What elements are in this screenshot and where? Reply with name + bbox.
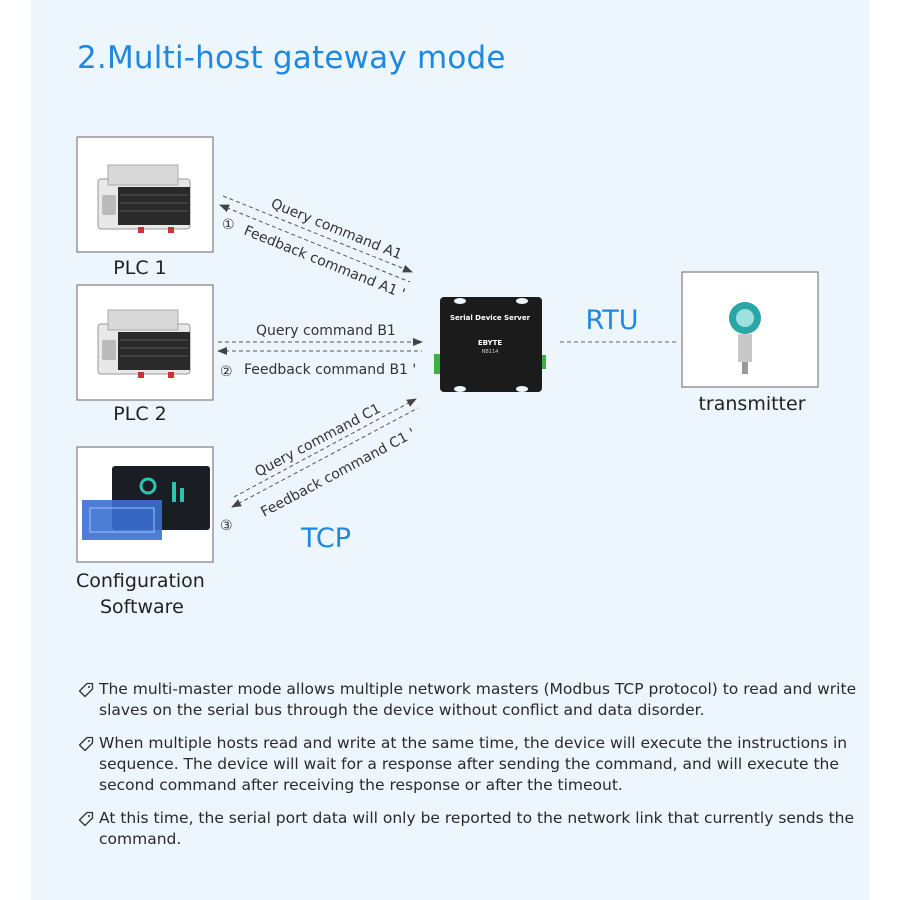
tag-icon: [78, 682, 94, 698]
note-item: When multiple hosts read and write at th…: [78, 733, 858, 796]
note-item: At this time, the serial port data will …: [78, 808, 858, 850]
note-item: The multi-master mode allows multiple ne…: [78, 679, 858, 721]
step-3-badge: ③: [220, 518, 233, 534]
step-1-badge: ①: [222, 217, 235, 233]
device-brand: EBYTE: [478, 339, 503, 347]
device-title: Serial Device Server: [450, 314, 531, 322]
feedback-c1-arrow: [231, 407, 419, 508]
tag-icon: [78, 736, 94, 752]
tag-icon: [78, 811, 94, 827]
software-node: Configuration Software: [76, 446, 214, 618]
feedback-c1-label: Feedback command C1 ': [258, 425, 418, 520]
feedback-a1-label: Feedback command A1 ': [242, 223, 408, 302]
plc1-node: PLC 1: [76, 136, 214, 279]
serial-device-server: Serial Device Server EBYTE NB114: [434, 297, 546, 392]
tcp-label: TCP: [300, 523, 351, 554]
note-text: At this time, the serial port data will …: [99, 809, 855, 848]
feedback-b1-label: Feedback command B1 ': [244, 362, 416, 378]
diagram: PLC 1 PLC 2 Configuration Software Seria…: [76, 136, 819, 618]
query-c1-label: Query command C1: [252, 401, 383, 481]
plc1-label: PLC 1: [113, 257, 166, 279]
transmitter-label: transmitter: [698, 393, 805, 415]
page-title: 2.Multi-host gateway mode: [77, 40, 506, 76]
step-2-badge: ②: [220, 364, 233, 380]
plc2-label: PLC 2: [113, 403, 166, 425]
notes-list: The multi-master mode allows multiple ne…: [78, 679, 858, 862]
query-a1-arrow: [222, 195, 413, 273]
query-b1-label: Query command B1: [256, 323, 396, 339]
transmitter-node: transmitter: [681, 271, 819, 415]
software-label-line2: Software: [100, 596, 184, 618]
note-text: When multiple hosts read and write at th…: [99, 734, 848, 794]
software-label-line1: Configuration: [76, 570, 205, 592]
device-model: NB114: [482, 349, 499, 355]
plc2-node: PLC 2: [76, 284, 214, 425]
note-text: The multi-master mode allows multiple ne…: [99, 680, 857, 719]
rtu-label: RTU: [585, 305, 638, 336]
feedback-a1-arrow: [219, 204, 411, 283]
